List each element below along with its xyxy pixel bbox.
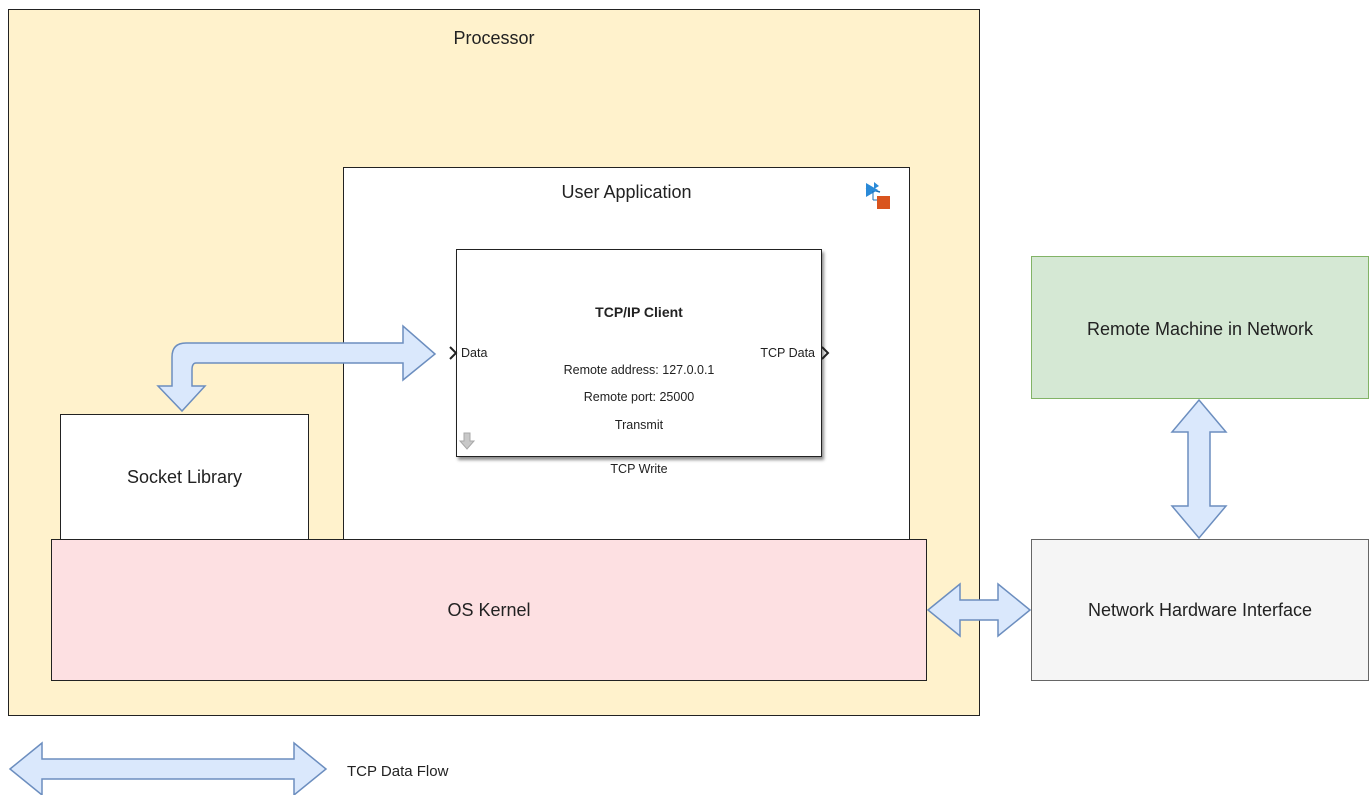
down-arrow-icon bbox=[458, 432, 476, 450]
os-kernel-label: OS Kernel bbox=[447, 600, 531, 620]
remote-machine-label: Remote Machine in Network bbox=[1086, 319, 1314, 339]
user-application-label: User Application bbox=[561, 182, 692, 202]
legend-label: TCP Data Flow bbox=[347, 763, 449, 780]
tcp-input-port-label: Data bbox=[461, 346, 488, 360]
tcp-block-title: TCP/IP Client bbox=[595, 304, 683, 320]
legend-flow-arrow bbox=[8, 741, 328, 795]
remote-machine-box: Remote Machine in Network bbox=[1031, 256, 1369, 399]
network-hardware-label: Network Hardware Interface bbox=[1087, 600, 1313, 620]
tcp-input-port-chevron bbox=[449, 346, 458, 360]
tcp-write-block-name: TCP Write bbox=[610, 462, 668, 476]
tcp-output-port-chevron bbox=[821, 346, 830, 360]
model-reference-icon bbox=[865, 182, 890, 209]
tcp-mode: Transmit bbox=[614, 418, 664, 432]
network-hardware-box: Network Hardware Interface bbox=[1031, 539, 1369, 681]
socket-library-box: Socket Library bbox=[60, 414, 309, 542]
tcp-output-port-label: TCP Data bbox=[760, 346, 815, 360]
tcp-remote-address: Remote address: 127.0.0.1 bbox=[563, 363, 715, 377]
processor-label: Processor bbox=[453, 28, 535, 48]
remote-to-hardware-flow-arrow bbox=[1170, 398, 1228, 540]
os-kernel-box: OS Kernel bbox=[51, 539, 927, 681]
tcp-write-block[interactable]: Data TCP/IP Client TCP Data Remote addre… bbox=[456, 249, 822, 457]
kernel-to-hardware-flow-arrow bbox=[926, 582, 1032, 638]
socket-library-label: Socket Library bbox=[126, 467, 243, 487]
tcp-remote-port: Remote port: 25000 bbox=[583, 390, 695, 404]
socket-to-tcp-flow-arrow bbox=[156, 324, 437, 413]
